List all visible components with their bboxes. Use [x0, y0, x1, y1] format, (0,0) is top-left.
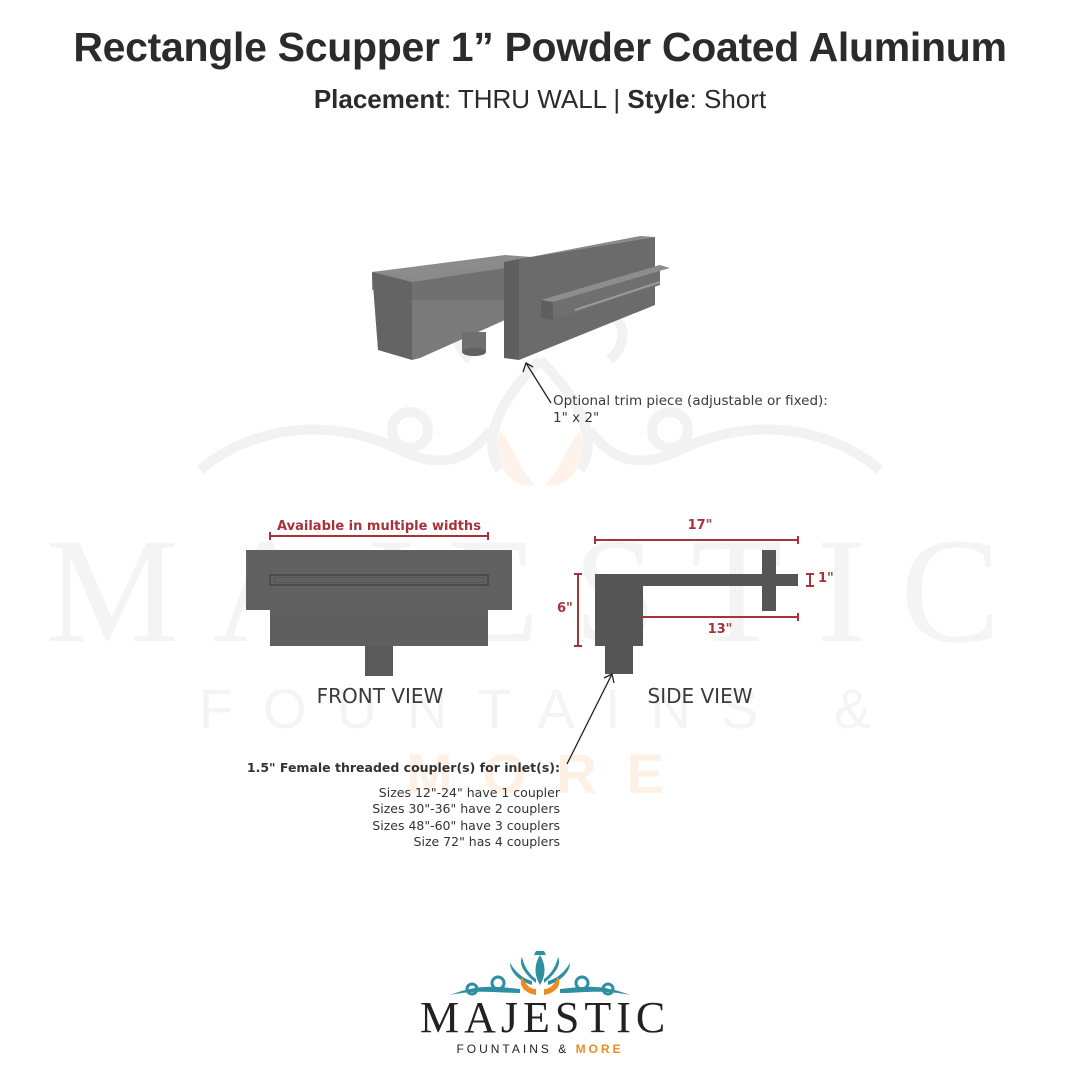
separator: |	[613, 84, 621, 114]
product-title: Rectangle Scupper 1” Powder Coated Alumi…	[73, 24, 1007, 70]
trim-callout: Optional trim piece (adjustable or fixed…	[553, 393, 828, 427]
dim-overall-length: 17"	[687, 518, 713, 533]
trim-callout-line1: Optional trim piece (adjustable or fixed…	[553, 393, 828, 409]
trim-callout-arrow	[522, 362, 552, 404]
coupler-callout-arrow	[566, 673, 615, 765]
coupler-notes: 1.5" Female threaded coupler(s) for inle…	[247, 760, 560, 851]
dim-spout-length: 13"	[707, 622, 733, 637]
trim-callout-line2: 1" x 2"	[553, 410, 600, 426]
front-view-label: FRONT VIEW	[316, 684, 444, 708]
side-view-label: SIDE VIEW	[647, 684, 753, 708]
logo-name: MAJESTIC	[420, 993, 671, 1042]
product-subtitle: Placement: THRU WALL | Style: Short	[313, 84, 767, 114]
coupler-note: Sizes 12"-24" have 1 coupler	[378, 784, 560, 800]
width-note: Available in multiple widths	[277, 519, 481, 534]
style-value: Short	[704, 84, 767, 114]
coupler-notes-heading: 1.5" Female threaded coupler(s) for inle…	[246, 760, 560, 775]
isometric-view	[372, 236, 670, 360]
dim-height: 6"	[557, 601, 573, 616]
coupler-note: Sizes 48"-60" have 3 couplers	[372, 817, 560, 833]
style-label: Style	[627, 84, 690, 114]
coupler-note: Sizes 30"-36" have 2 couplers	[372, 801, 560, 816]
side-view-drawing	[574, 536, 814, 674]
logo-tagline: FOUNTAINS & MORE	[456, 1042, 624, 1056]
placement-label: Placement	[313, 84, 444, 114]
logo-ornament-icon	[450, 951, 630, 996]
front-view-drawing	[246, 532, 512, 676]
placement-value: THRU WALL	[457, 84, 607, 114]
dim-spout-thickness: 1"	[818, 571, 834, 586]
brand-logo: MAJESTIC FOUNTAINS & MORE	[420, 993, 671, 1057]
coupler-note: Size 72" has 4 couplers	[413, 834, 560, 849]
